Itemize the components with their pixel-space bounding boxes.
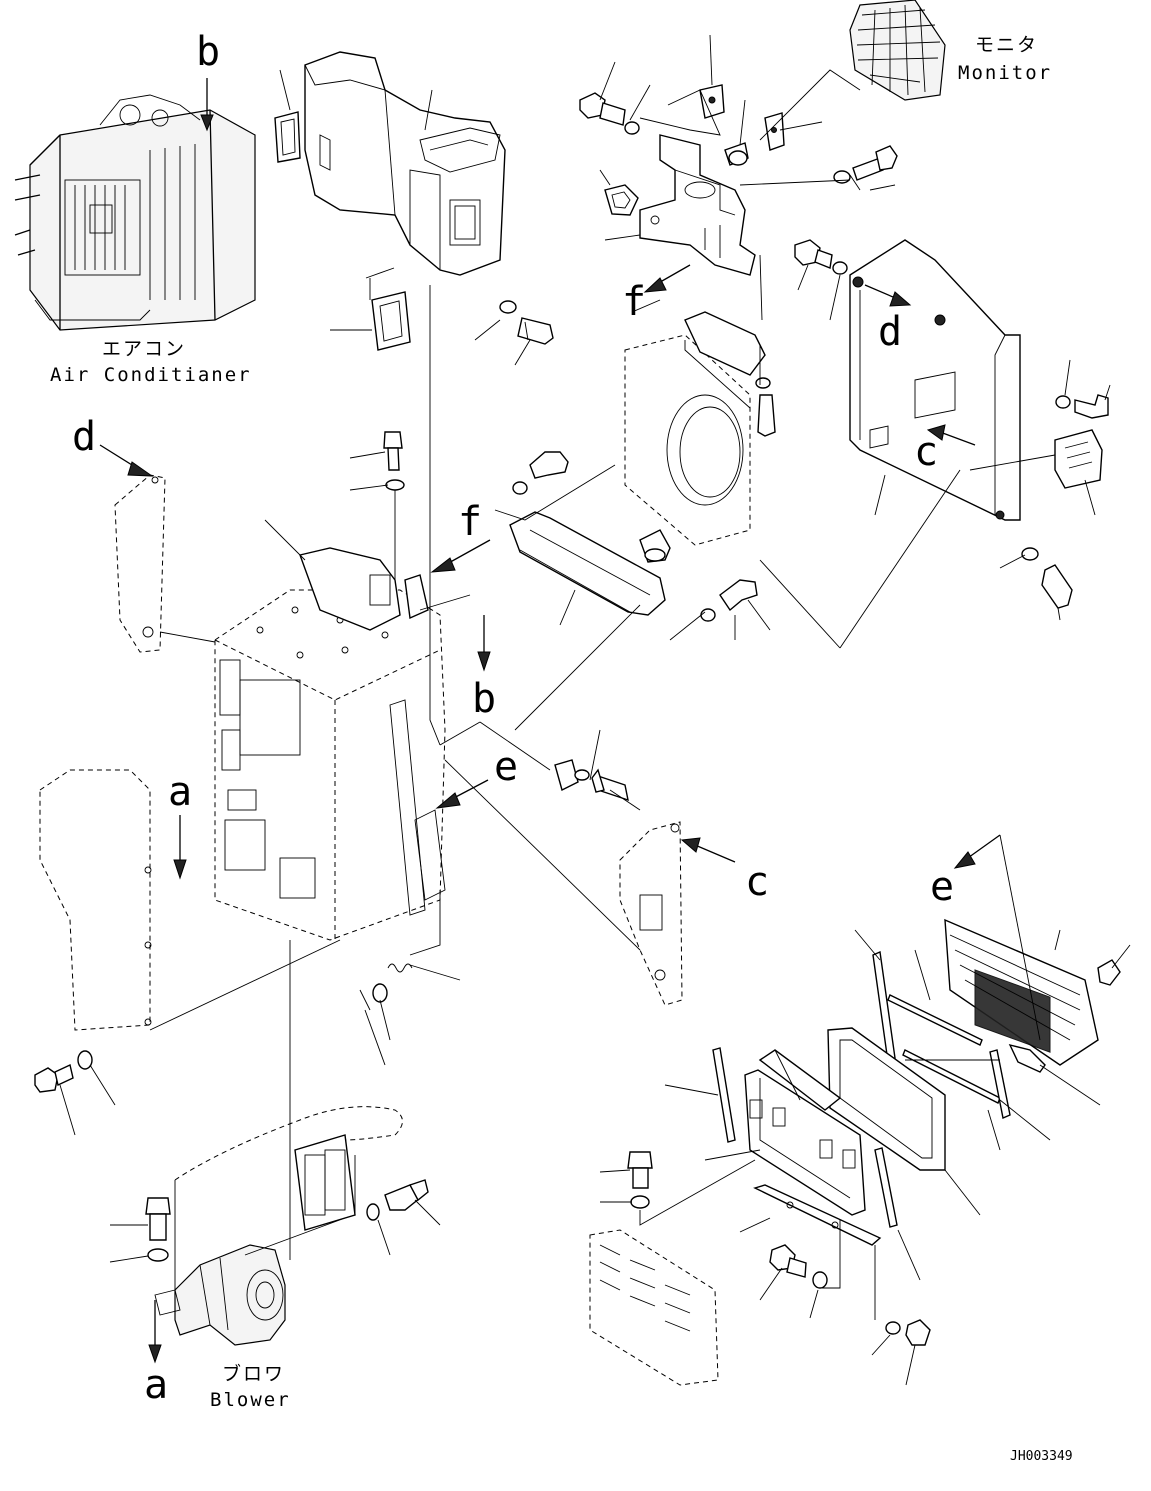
- bracket-bolt-1[interactable]: [579, 92, 640, 135]
- bracket-clip[interactable]: [699, 84, 725, 119]
- arrow-a-left: [173, 815, 187, 880]
- caption-air-conditioner-en: Air Conditianer: [50, 364, 252, 386]
- label-b-center: b: [472, 676, 496, 722]
- panel-switch[interactable]: [1054, 429, 1103, 489]
- filter-element[interactable]: [758, 1049, 842, 1111]
- arrow-c-right-panel: [926, 424, 976, 446]
- holder-nut[interactable]: [885, 1319, 931, 1346]
- grille-clip[interactable]: [1097, 959, 1121, 986]
- bracket-bolt-3[interactable]: [833, 145, 898, 184]
- label-b-top: b: [196, 29, 220, 75]
- label-c-right: c: [914, 429, 938, 475]
- air-conditioner-unit[interactable]: [14, 94, 256, 331]
- arrow-a-bottom: [148, 1300, 162, 1364]
- label-e-center: e: [494, 744, 518, 790]
- caption-monitor-en: Monitor: [958, 62, 1052, 84]
- arrow-f-center: [430, 539, 491, 573]
- caption-blower-jp: ブロワ: [222, 1362, 285, 1385]
- caption-blower-en: Blower: [210, 1389, 291, 1411]
- label-a-left: a: [168, 769, 192, 815]
- arrow-d-left: [99, 444, 154, 477]
- caption-monitor-jp: モニタ: [975, 34, 1038, 56]
- filter-cover-panel[interactable]: [589, 1229, 719, 1386]
- sensor-clip[interactable]: [554, 759, 579, 792]
- seal-strip-4[interactable]: [989, 1049, 1011, 1119]
- blower-unit[interactable]: [154, 1244, 286, 1346]
- panel-bolt-3[interactable]: [1021, 547, 1073, 609]
- label-a-bottom: a: [144, 1362, 168, 1408]
- label-d-left: d: [72, 414, 96, 460]
- housing-bolt-top[interactable]: [383, 431, 405, 491]
- arrow-d-right: [864, 284, 912, 307]
- bottom-plate[interactable]: [753, 1184, 882, 1246]
- seal-strip-3[interactable]: [902, 1049, 1001, 1104]
- bracket-clip-2[interactable]: [764, 112, 785, 151]
- monitor-unit[interactable]: [849, 0, 946, 101]
- sensor-bolt[interactable]: [574, 768, 629, 802]
- frame-bracket[interactable]: [684, 311, 766, 376]
- duct-bolt[interactable]: [499, 300, 554, 345]
- air-duct[interactable]: [304, 51, 506, 276]
- main-housing[interactable]: [214, 589, 446, 941]
- blower-bolt[interactable]: [145, 1197, 171, 1262]
- cover-bolt[interactable]: [34, 1050, 93, 1093]
- seal-strip-5[interactable]: [712, 1047, 736, 1143]
- label-d-right: d: [878, 309, 902, 355]
- arrow-f-top: [643, 264, 691, 293]
- grommet[interactable]: [604, 184, 639, 216]
- filter-holder[interactable]: [744, 1069, 866, 1216]
- arrow-c-center: [680, 837, 736, 863]
- monitor-bracket[interactable]: [639, 134, 756, 276]
- housing-spring[interactable]: [359, 963, 413, 1011]
- frame-bolt[interactable]: [755, 377, 776, 437]
- left-panel-d[interactable]: [114, 474, 166, 653]
- label-c-center: c: [745, 859, 769, 905]
- housing-clamp[interactable]: [299, 547, 401, 631]
- frame-bolt-2[interactable]: [512, 451, 569, 495]
- panel-bolt-2[interactable]: [1055, 394, 1109, 419]
- arrow-b-top-head: [200, 114, 214, 132]
- board-bolt[interactable]: [366, 1179, 429, 1221]
- frame-pin[interactable]: [639, 529, 671, 563]
- housing-hook[interactable]: [404, 574, 429, 620]
- side-panel-c[interactable]: [619, 821, 683, 1006]
- label-f-top: f: [622, 279, 646, 325]
- grille[interactable]: [944, 918, 1099, 1066]
- resistor-board[interactable]: [294, 1134, 356, 1231]
- duct-gasket-lower[interactable]: [371, 291, 411, 351]
- seal-strip-1[interactable]: [872, 950, 896, 1064]
- leader-lines: [59, 34, 1131, 1386]
- bracket-bolt-2[interactable]: [724, 142, 749, 166]
- holder-bolt-2[interactable]: [769, 1244, 828, 1289]
- arrow-e-center: [435, 779, 489, 809]
- seal-strip-6[interactable]: [874, 1147, 898, 1228]
- arrow-e-right: [953, 834, 1001, 869]
- arrow-b-center: [477, 615, 491, 672]
- filter-bar[interactable]: [509, 511, 666, 616]
- drawing-code: JH003349: [1010, 1449, 1073, 1464]
- holder-bolt-1[interactable]: [627, 1151, 653, 1209]
- panel-bolt-1[interactable]: [794, 239, 848, 275]
- caption-air-conditioner-jp: エアコン: [102, 338, 186, 360]
- left-cover[interactable]: [39, 769, 152, 1031]
- duct-gasket-upper[interactable]: [274, 111, 301, 163]
- blower-wire: [174, 1106, 403, 1181]
- label-e-right: e: [930, 864, 954, 910]
- grille-latch[interactable]: [1008, 1043, 1046, 1073]
- seal-strip-2[interactable]: [887, 994, 983, 1046]
- filter-frame[interactable]: [624, 334, 751, 546]
- label-f-center: f: [458, 499, 482, 545]
- side-panel-d[interactable]: [849, 239, 1021, 521]
